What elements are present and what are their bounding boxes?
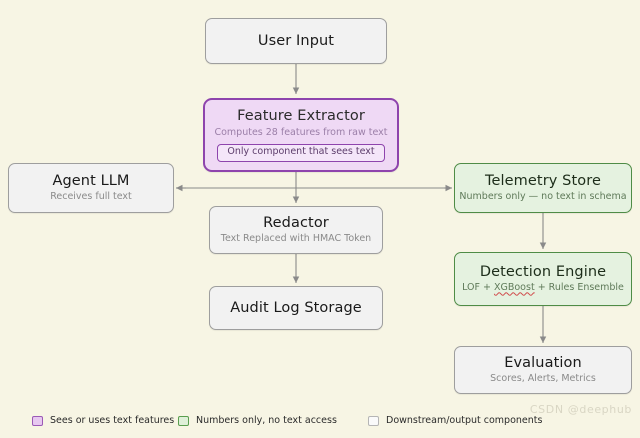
detection-sub-highlight: XGBoost <box>493 282 535 294</box>
node-detection-engine-title: Detection Engine <box>479 263 607 280</box>
node-redactor-subtitle: Text Replaced with HMAC Token <box>220 233 372 245</box>
legend-swatch-gray-icon <box>368 415 379 426</box>
node-audit-log-storage-title: Audit Log Storage <box>230 299 362 316</box>
detection-sub-prefix: LOF + <box>462 282 494 294</box>
legend-item-downstream: Downstream/output components <box>368 415 542 426</box>
detection-sub-suffix: + Rules Ensemble <box>534 282 624 294</box>
node-user-input[interactable]: User Input <box>205 18 387 64</box>
watermark: CSDN @deephub <box>529 403 632 416</box>
legend-label-text-features: Sees or uses text features <box>50 415 175 426</box>
legend-swatch-green-icon <box>178 415 189 426</box>
legend-label-downstream: Downstream/output components <box>386 415 543 426</box>
node-agent-llm[interactable]: Agent LLM Receives full text <box>8 163 174 213</box>
legend-label-numbers-only: Numbers only, no text access <box>196 415 337 426</box>
node-agent-llm-subtitle: Receives full text <box>50 191 132 203</box>
node-audit-log-storage[interactable]: Audit Log Storage <box>209 286 383 330</box>
legend-item-text-features: Sees or uses text features <box>32 415 174 426</box>
node-telemetry-store-subtitle: Numbers only — no text in schema <box>459 191 627 203</box>
node-redactor[interactable]: Redactor Text Replaced with HMAC Token <box>209 206 383 254</box>
node-evaluation-subtitle: Scores, Alerts, Metrics <box>490 373 596 385</box>
node-telemetry-store[interactable]: Telemetry Store Numbers only — no text i… <box>454 163 632 213</box>
node-detection-engine[interactable]: Detection Engine LOF + XGBoost + Rules E… <box>454 252 632 306</box>
node-user-input-title: User Input <box>257 32 335 49</box>
node-feature-extractor-title: Feature Extractor <box>237 108 365 125</box>
node-feature-extractor-subtitle: Computes 28 features from raw text <box>214 127 388 139</box>
node-evaluation[interactable]: Evaluation Scores, Alerts, Metrics <box>454 346 632 394</box>
legend: Sees or uses text features Numbers only,… <box>0 411 640 433</box>
node-redactor-title: Redactor <box>263 214 329 231</box>
node-agent-llm-title: Agent LLM <box>52 172 130 189</box>
node-feature-extractor[interactable]: Feature Extractor Computes 28 features f… <box>203 98 399 172</box>
node-evaluation-title: Evaluation <box>504 354 582 371</box>
legend-item-numbers-only: Numbers only, no text access <box>178 415 337 426</box>
node-feature-extractor-badge: Only component that sees text <box>217 144 385 162</box>
node-detection-engine-subtitle: LOF + XGBoost + Rules Ensemble <box>462 282 624 294</box>
legend-swatch-purple-icon <box>32 415 43 426</box>
node-telemetry-store-title: Telemetry Store <box>485 172 601 189</box>
